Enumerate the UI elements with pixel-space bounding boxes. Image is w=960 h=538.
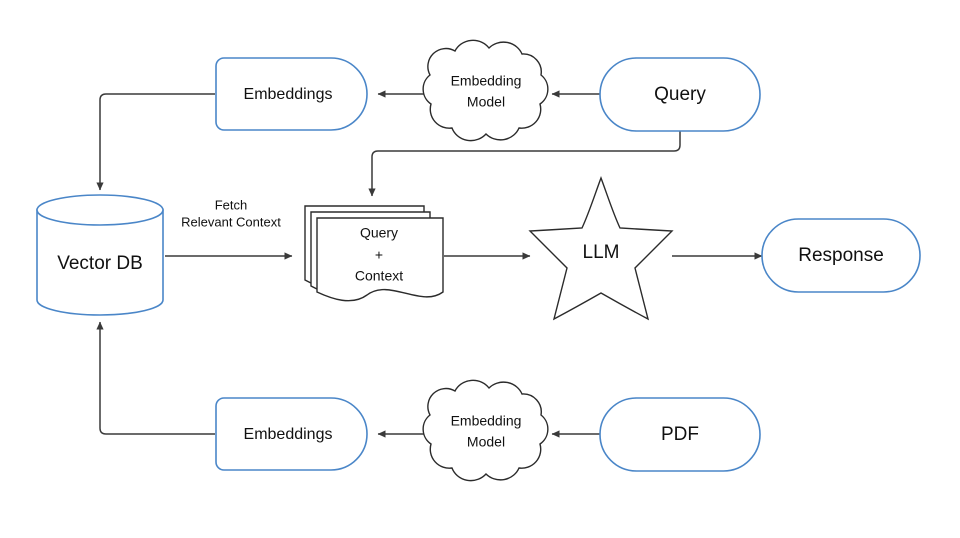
edge-query-to-query-plus-context (368, 131, 681, 197)
vector-db-label: Vector DB (57, 253, 143, 274)
vector-db-top-ellipse (36, 194, 164, 226)
node-query-embedding-model[interactable]: Embedding Model (422, 39, 549, 142)
response-shape (761, 218, 921, 293)
query-plus-context-label-line1: Query (360, 225, 398, 241)
pdf-embedding-model-label-line1: Embedding (451, 413, 522, 429)
query-plus-context-doc-front (316, 217, 444, 302)
fetch-label-line1: Fetch (215, 197, 248, 212)
pdf-embeddings-shape (215, 397, 368, 471)
query-embedding-model-label-line2: Model (467, 94, 505, 110)
node-response[interactable]: Response (761, 218, 921, 293)
pdf-label: PDF (661, 424, 699, 445)
node-pdf-embeddings[interactable]: Embeddings (215, 397, 368, 471)
fetch-label-line2: Relevant Context (181, 214, 281, 229)
pdf-embedding-model-cloud (422, 379, 549, 482)
query-embedding-model-cloud (422, 39, 549, 142)
node-query-embeddings[interactable]: Embeddings (215, 57, 368, 131)
pdf-shape (599, 397, 761, 472)
node-llm[interactable]: LLM (528, 176, 674, 321)
llm-star-shape (528, 176, 674, 321)
query-label: Query (654, 84, 706, 105)
llm-label: LLM (583, 242, 620, 263)
edge-pdf-embeddings-to-vector-db (96, 321, 215, 435)
query-embedding-model-label-line1: Embedding (451, 73, 522, 89)
node-pdf-embedding-model[interactable]: Embedding Model (422, 379, 549, 482)
node-query[interactable]: Query (599, 57, 761, 132)
pdf-embeddings-label: Embeddings (244, 426, 333, 443)
query-embeddings-shape (215, 57, 368, 131)
query-shape (599, 57, 761, 132)
vector-db-body (36, 209, 164, 316)
node-query-plus-context[interactable]: Query + Context (304, 205, 444, 302)
node-pdf[interactable]: PDF (599, 397, 761, 472)
edge-embeddings-to-vector-db (96, 93, 215, 191)
pdf-embedding-model-label-line2: Model (467, 434, 505, 450)
node-vector-db[interactable]: Vector DB (36, 194, 164, 316)
query-plus-context-label-line3: Context (355, 268, 403, 284)
response-label: Response (798, 245, 884, 266)
edge-label-fetch-relevant-context: Fetch Relevant Context (181, 197, 281, 229)
query-embeddings-label: Embeddings (244, 86, 333, 103)
query-plus-context-label-line2: + (375, 247, 383, 263)
